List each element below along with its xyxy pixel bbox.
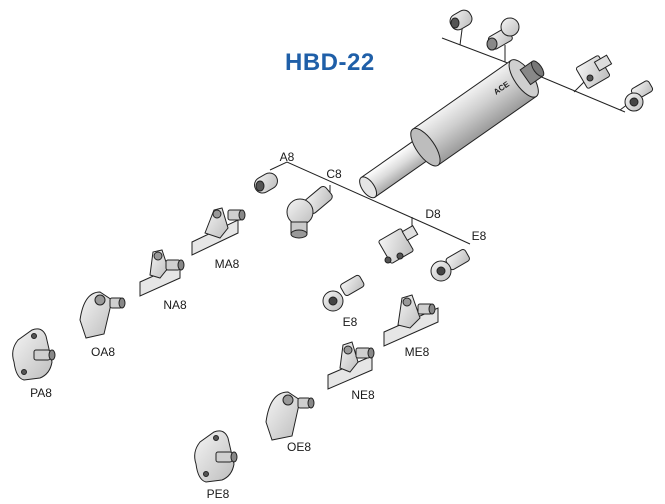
label-a8: A8 [279, 150, 295, 164]
top-clevis [575, 54, 613, 89]
label-oa8: OA8 [90, 345, 116, 359]
ma8-bracket [191, 207, 246, 256]
main-accessory-line [269, 161, 471, 245]
label-e8-mid: E8 [342, 315, 358, 329]
pe8-plate [194, 430, 238, 483]
na8-bracket [139, 249, 185, 297]
e8-rod-end-upper [430, 249, 470, 282]
top-ball-socket [486, 17, 520, 51]
top-rod-end [624, 80, 654, 112]
oe8-bracket [265, 391, 315, 441]
a8-sleeve [254, 172, 278, 194]
d8-clevis [378, 224, 419, 264]
label-me8: ME8 [404, 345, 430, 359]
label-pe8: PE8 [206, 487, 230, 501]
pa8-plate [12, 328, 56, 381]
c8-ball-socket [286, 186, 333, 239]
me8-bracket [383, 294, 439, 347]
ne8-bracket [327, 341, 375, 390]
product-title: HBD-22 [285, 49, 375, 76]
gas-spring: ACE [359, 59, 545, 199]
label-na8: NA8 [163, 298, 187, 312]
label-d8: D8 [425, 207, 441, 221]
label-e8-upper: E8 [471, 229, 487, 243]
top-sleeve [449, 9, 473, 31]
label-ma8: MA8 [214, 257, 240, 271]
e8-rod-end-mid [322, 274, 365, 312]
label-ne8: NE8 [351, 388, 375, 402]
label-pa8: PA8 [30, 386, 52, 400]
label-oe8: OE8 [286, 440, 312, 454]
oa8-bracket [79, 291, 126, 339]
label-c8: C8 [326, 167, 342, 181]
